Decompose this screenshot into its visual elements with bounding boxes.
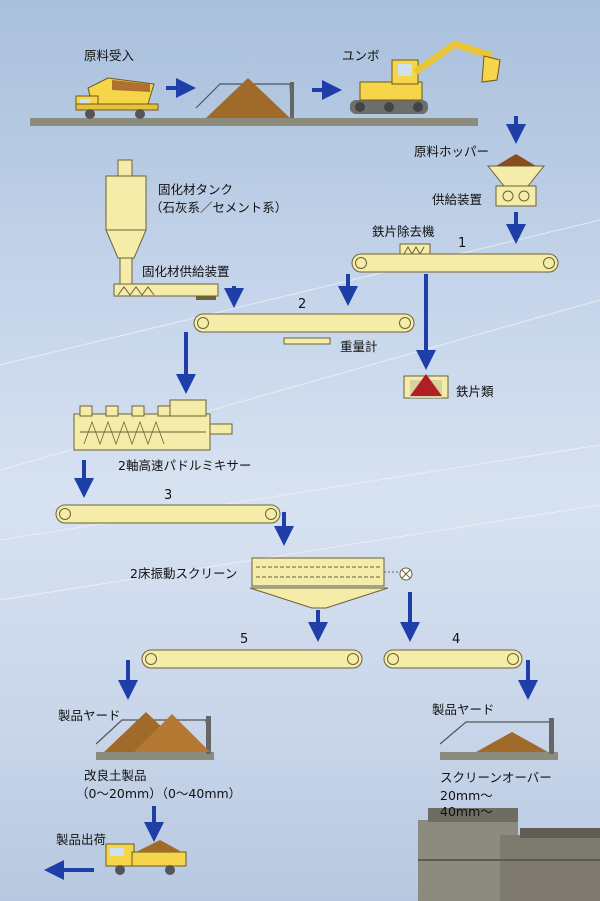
label-excavator: ユンボ xyxy=(342,48,380,63)
conveyor-4-number: 4 xyxy=(452,632,461,647)
label-iron-remover: 鉄片除去機 xyxy=(372,224,435,239)
conveyor-2-number: 2 xyxy=(298,297,307,312)
iron-remover-icon xyxy=(399,243,431,257)
product-yard-left xyxy=(95,712,214,760)
label-yard-left: 製品ヤード xyxy=(58,708,121,723)
label-iron-scrap: 鉄片類 xyxy=(456,384,494,399)
label-solidifier-type: （石灰系／セメント系） xyxy=(150,200,288,215)
supply-device-icon xyxy=(495,185,537,207)
solidifier-tank-icon xyxy=(105,159,147,285)
label-shipping: 製品出荷 xyxy=(56,832,107,847)
conveyor-5-number: 5 xyxy=(240,632,249,647)
label-weigher: 重量計 xyxy=(340,339,378,354)
label-raw-hopper: 原料ホッパー xyxy=(414,144,490,159)
conveyor-5 xyxy=(141,649,363,669)
conveyor-2 xyxy=(193,313,415,333)
flow-arrows xyxy=(44,78,538,880)
excavator-icon xyxy=(350,40,501,114)
paddle-mixer-icon xyxy=(73,399,233,451)
ground-base xyxy=(30,118,478,126)
raw-hopper-icon xyxy=(486,154,546,187)
label-raw-intake: 原料受入 xyxy=(84,48,135,63)
iron-scrap-bin xyxy=(403,374,449,399)
product-yard-right xyxy=(439,718,558,760)
label-mixer: 2軸高速パドルミキサー xyxy=(118,458,252,473)
label-supply-device: 供給装置 xyxy=(432,192,483,207)
conveyor-1-number: 1 xyxy=(458,236,467,251)
dump-truck-icon xyxy=(75,77,159,119)
raw-soil-pile xyxy=(195,78,294,119)
label-product-sizes: （0～20mm）（0～40mm） xyxy=(76,786,242,801)
label-yard-right: 製品ヤード xyxy=(432,702,495,717)
label-solidifier-tank: 固化材タンク xyxy=(158,182,234,197)
weigher-icon xyxy=(283,337,331,345)
solidifier-feeder-icon xyxy=(113,283,219,300)
label-solidifier-supply: 固化材供給装置 xyxy=(142,264,230,279)
label-screen-over: スクリーンオーバー xyxy=(440,770,552,785)
label-product: 改良土製品 xyxy=(84,768,147,783)
conveyor-4 xyxy=(383,649,523,669)
label-screen: 2床振動スクリーン xyxy=(130,566,238,581)
conveyor-3 xyxy=(55,504,281,524)
label-screen-over-40: 40mm～ xyxy=(440,804,493,819)
vibrating-screen-icon xyxy=(249,557,413,609)
label-screen-over-20: 20mm～ xyxy=(440,788,493,803)
shipping-truck-icon xyxy=(105,840,187,875)
conveyor-1 xyxy=(351,253,559,273)
conveyor-3-number: 3 xyxy=(164,488,173,503)
background-plant xyxy=(418,808,600,901)
